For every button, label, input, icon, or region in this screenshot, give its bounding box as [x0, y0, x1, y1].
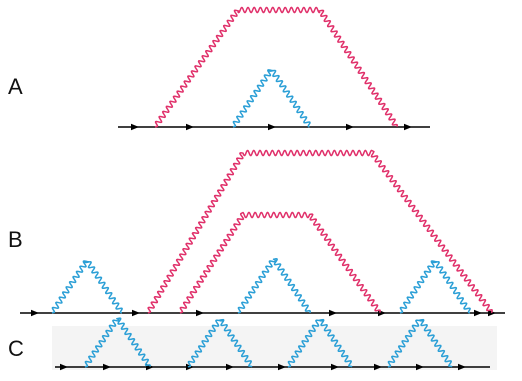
panel-a-diagram: [118, 6, 430, 131]
panel-c-photon-2: [187, 318, 253, 368]
fermion-arrow-icon: [346, 123, 354, 131]
panel-b-diagram: [20, 149, 505, 317]
panel-b-outer-photon: [147, 149, 493, 314]
fermion-arrow-icon: [186, 123, 194, 131]
panel-b-center-photon: [237, 258, 311, 314]
panel-b-middle-photon: [179, 211, 381, 314]
fermion-arrow-icon: [31, 309, 39, 317]
panel-label-b: B: [8, 227, 23, 252]
panel-a-inner-photon: [232, 69, 311, 128]
fermion-arrow-icon: [416, 363, 424, 371]
panel-b-right-photon: [399, 260, 471, 314]
fermion-arrow-icon: [132, 309, 140, 317]
panel-c-photon-3: [287, 318, 353, 368]
fermion-arrow-icon: [474, 309, 482, 317]
fermion-arrow-icon: [374, 363, 382, 371]
panel-c-diagram: [55, 317, 490, 371]
panel-b-left-photon: [51, 260, 123, 314]
fermion-arrow-icon: [103, 363, 111, 371]
panel-label-c: C: [8, 336, 24, 361]
fermion-arrow-icon: [278, 363, 286, 371]
fermion-arrow-icon: [196, 309, 204, 317]
panel-c-photon-1: [84, 317, 151, 368]
panel-c-background: [52, 326, 497, 370]
fermion-arrow-icon: [488, 309, 496, 317]
fermion-arrow-icon: [268, 123, 276, 131]
fermion-arrow-icon: [458, 363, 466, 371]
fermion-arrow-icon: [404, 123, 412, 131]
fermion-arrow-icon: [329, 309, 337, 317]
panel-c-photon-4: [387, 318, 453, 368]
panel-label-a: A: [8, 74, 23, 99]
fermion-arrow-icon: [60, 363, 68, 371]
fermion-arrow-icon: [226, 363, 234, 371]
fermion-arrow-icon: [131, 123, 139, 131]
panel-a-outer-photon: [154, 6, 398, 128]
fermion-arrow-icon: [331, 363, 339, 371]
